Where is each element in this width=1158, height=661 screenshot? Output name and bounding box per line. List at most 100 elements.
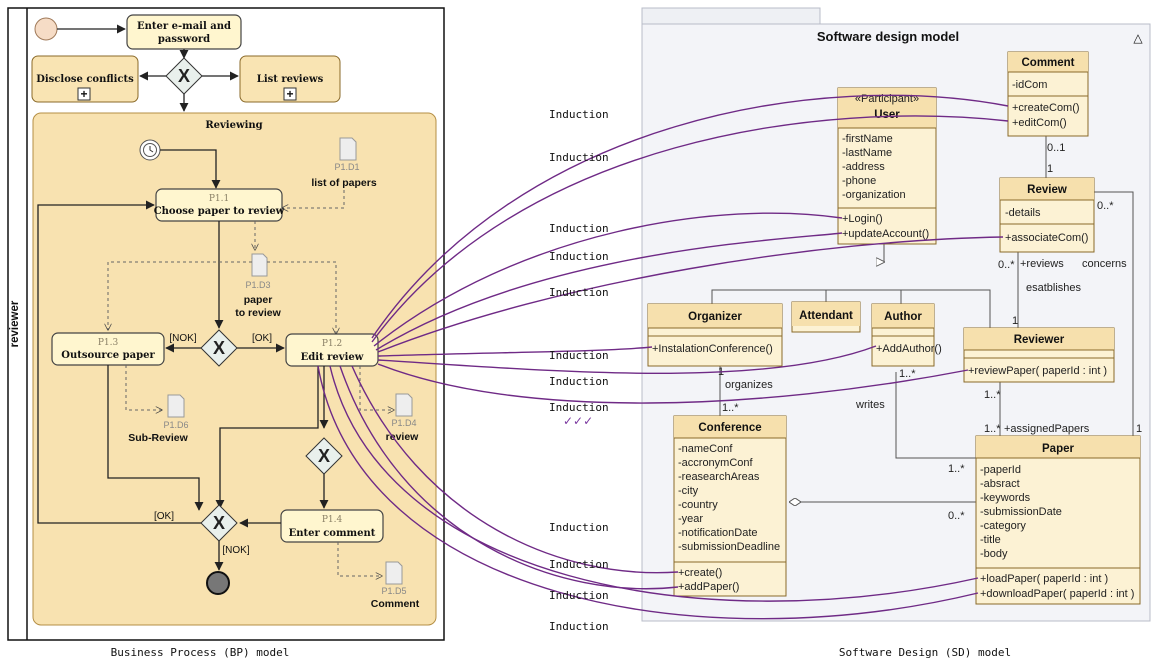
svg-text:-address: -address (842, 161, 885, 173)
svg-text:P1.D6: P1.D6 (163, 420, 188, 430)
svg-text:-country: -country (678, 499, 718, 511)
class-comment[interactable]: Comment -idCom +createCom() +editCom() (1007, 51, 1089, 137)
svg-text:Sub-Review: Sub-Review (128, 432, 188, 444)
svg-text:1: 1 (1012, 315, 1018, 327)
svg-text:1..*: 1..* (984, 389, 1001, 401)
class-conference[interactable]: Conference -nameConf -accronymConf -reas… (673, 415, 787, 597)
svg-text:+assignedPapers: +assignedPapers (1004, 423, 1090, 435)
svg-text:-keywords: -keywords (980, 492, 1031, 504)
svg-text:+associateCom(): +associateCom() (1005, 232, 1088, 244)
start-event[interactable] (34, 17, 58, 41)
induction-label: Induction (549, 151, 609, 164)
svg-text:+: + (286, 87, 293, 101)
doc-p1-d5[interactable]: P1.D5 Comment (371, 561, 420, 610)
reviewing-subprocess[interactable] (32, 112, 437, 626)
collapse-icon[interactable]: △ (1133, 31, 1143, 45)
svg-text:Attendant: Attendant (799, 310, 853, 322)
svg-text:0..*: 0..* (1097, 200, 1114, 212)
svg-text:+InstalationConference(): +InstalationConference() (652, 343, 773, 355)
svg-text:1: 1 (1136, 423, 1142, 435)
doc-p1-d3[interactable]: P1.D3 paper to review (235, 253, 282, 319)
svg-text:-city: -city (678, 485, 699, 497)
svg-text:+downloadPaper( paperId : int: +downloadPaper( paperId : int ) (980, 588, 1134, 600)
end-event[interactable] (206, 571, 230, 595)
svg-text:1..*: 1..* (948, 463, 965, 475)
induction-label: Induction (549, 558, 609, 571)
svg-text:+addPaper(): +addPaper() (678, 581, 739, 593)
svg-text:X: X (213, 513, 225, 533)
svg-text:-organization: -organization (842, 189, 906, 201)
svg-text:P1.1: P1.1 (209, 194, 229, 204)
induction-label: Induction (549, 375, 609, 388)
doc-p1-d4[interactable]: P1.D4 review (386, 393, 420, 443)
svg-text:[OK]: [OK] (154, 511, 174, 522)
svg-text:Outsource paper: Outsource paper (61, 350, 155, 361)
induction-label: Induction (549, 620, 609, 633)
induction-label: Induction (549, 521, 609, 534)
svg-text:Organizer: Organizer (688, 311, 742, 323)
induction-label: Induction (549, 286, 609, 299)
svg-text:paper: paper (244, 294, 273, 306)
svg-text:+reviewPaper( paperId : int ): +reviewPaper( paperId : int ) (968, 365, 1107, 377)
gateway-middle[interactable] (200, 329, 238, 367)
svg-text:-category: -category (980, 520, 1026, 532)
class-attendant[interactable]: Attendant (791, 301, 861, 333)
enter-comment-task[interactable] (280, 509, 384, 543)
svg-text:P1.D5: P1.D5 (381, 586, 406, 596)
reviewing-label: Reviewing (205, 120, 262, 131)
disclose-conflicts-subprocess[interactable] (31, 55, 139, 103)
svg-text:+Login(): +Login() (842, 213, 883, 225)
svg-text:1..*: 1..* (984, 423, 1001, 435)
class-author[interactable]: Author +AddAuthor() (871, 303, 942, 367)
svg-text:X: X (178, 66, 190, 86)
svg-text:-reasearchAreas: -reasearchAreas (678, 471, 760, 483)
expand-icon[interactable] (77, 87, 91, 101)
svg-text:0..*: 0..* (998, 259, 1015, 271)
svg-text:User: User (874, 109, 900, 121)
class-paper[interactable]: Paper -paperId -absract -keywords -submi… (975, 435, 1141, 605)
svg-text:P1.D4: P1.D4 (391, 418, 416, 428)
svg-text:+editCom(): +editCom() (1012, 117, 1067, 129)
svg-text:[NOK]: [NOK] (169, 333, 196, 344)
list-reviews-subprocess[interactable] (239, 55, 341, 103)
svg-text:-title: -title (980, 534, 1001, 546)
svg-text:-firstName: -firstName (842, 133, 893, 145)
svg-text:-idCom: -idCom (1012, 79, 1047, 91)
svg-text:+createCom(): +createCom() (1012, 102, 1080, 114)
svg-text:+loadPaper( paperId : int ): +loadPaper( paperId : int ) (980, 573, 1108, 585)
svg-text:+updateAccount(): +updateAccount() (842, 228, 929, 240)
login-task-label-1: Enter e-mail and (137, 21, 231, 32)
svg-text:P1.2: P1.2 (322, 339, 342, 349)
svg-text:[NOK]: [NOK] (222, 545, 249, 556)
svg-text:writes: writes (855, 399, 885, 411)
svg-text:esatblishes: esatblishes (1026, 282, 1082, 294)
svg-text:0..1: 0..1 (1047, 142, 1065, 154)
doc-p1-d1[interactable]: P1.D1 list of papers (311, 137, 377, 189)
svg-text:Enter comment: Enter comment (289, 528, 376, 539)
svg-text:1: 1 (1047, 163, 1053, 175)
doc-p1-d6[interactable]: P1.D6 Sub-Review (128, 394, 189, 444)
induction-label: Induction (549, 250, 609, 263)
disclose-label: Disclose conflicts (36, 74, 134, 85)
svg-text:1..*: 1..* (722, 402, 739, 414)
class-reviewer[interactable]: Reviewer +reviewPaper( paperId : int ) (963, 327, 1115, 383)
induction-label: Induction (549, 349, 609, 362)
svg-text:Review: Review (1027, 184, 1067, 196)
svg-text:-submissionDeadline: -submissionDeadline (678, 541, 780, 553)
svg-text:Conference: Conference (698, 422, 761, 434)
class-review[interactable]: Review -details +associateCom() (999, 177, 1095, 253)
svg-text:to review: to review (235, 307, 281, 319)
expand-icon[interactable] (283, 87, 297, 101)
svg-text:Reviewer: Reviewer (1014, 334, 1065, 346)
svg-text:X: X (318, 446, 330, 466)
class-user[interactable]: «Participant» User -firstName -lastName … (837, 87, 937, 245)
svg-text:-lastName: -lastName (842, 147, 892, 159)
checkmarks: ✓✓✓ (563, 414, 593, 428)
svg-text:-phone: -phone (842, 175, 876, 187)
edit-review-task[interactable] (285, 333, 379, 367)
package-title: Software design model (817, 29, 959, 44)
svg-text:Paper: Paper (1042, 443, 1074, 455)
class-organizer[interactable]: Organizer +InstalationConference() (647, 303, 783, 367)
svg-text:Author: Author (884, 311, 922, 323)
